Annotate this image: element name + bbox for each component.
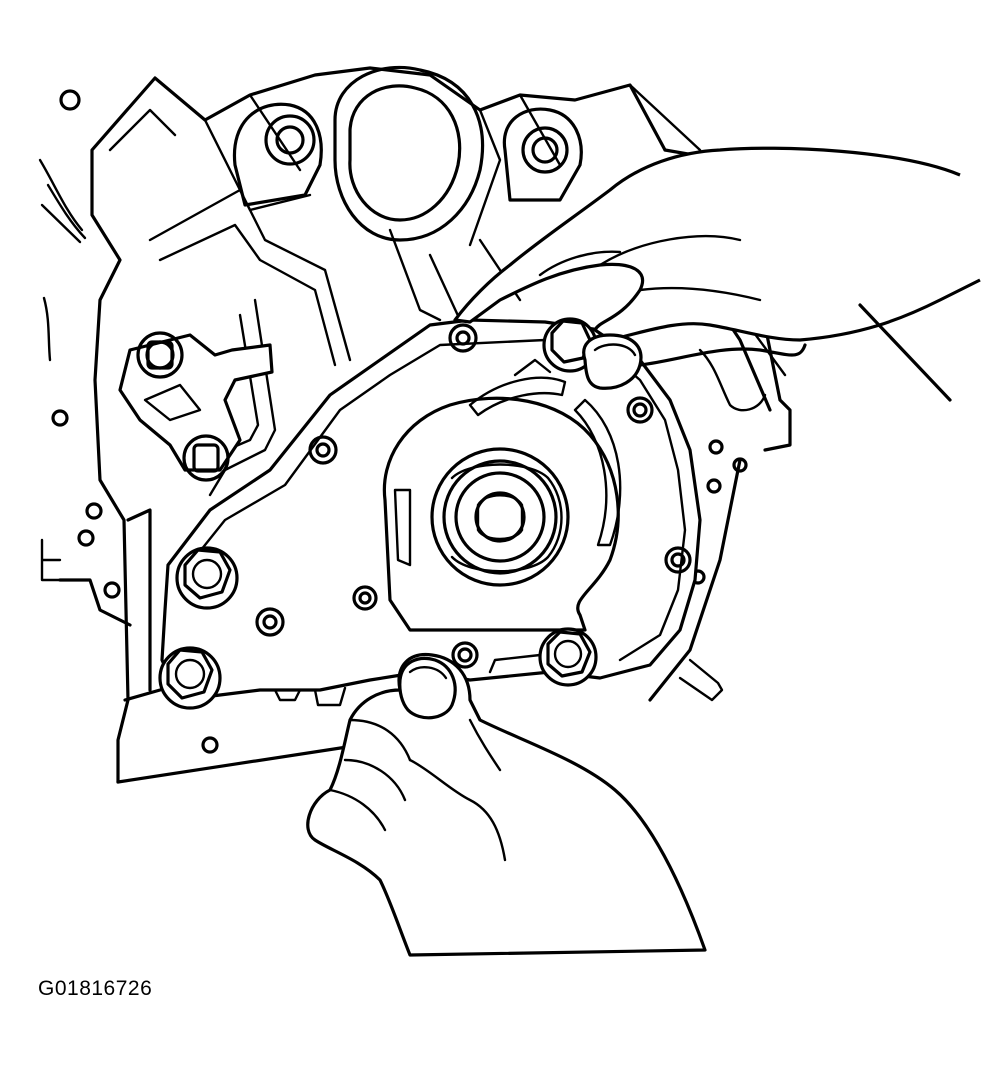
upper-hand (453, 146, 981, 412)
oil-pump-housing (160, 318, 702, 707)
left-bracket (118, 331, 274, 482)
bolt-icon (175, 546, 239, 610)
figure-code: G01816726 (38, 977, 153, 1000)
lower-hand (306, 652, 707, 957)
bolt-icon (158, 646, 222, 710)
pump-bolts (158, 317, 598, 710)
block-holes (51, 89, 748, 754)
top-bosses (232, 65, 583, 242)
bolt-icon (538, 627, 598, 687)
